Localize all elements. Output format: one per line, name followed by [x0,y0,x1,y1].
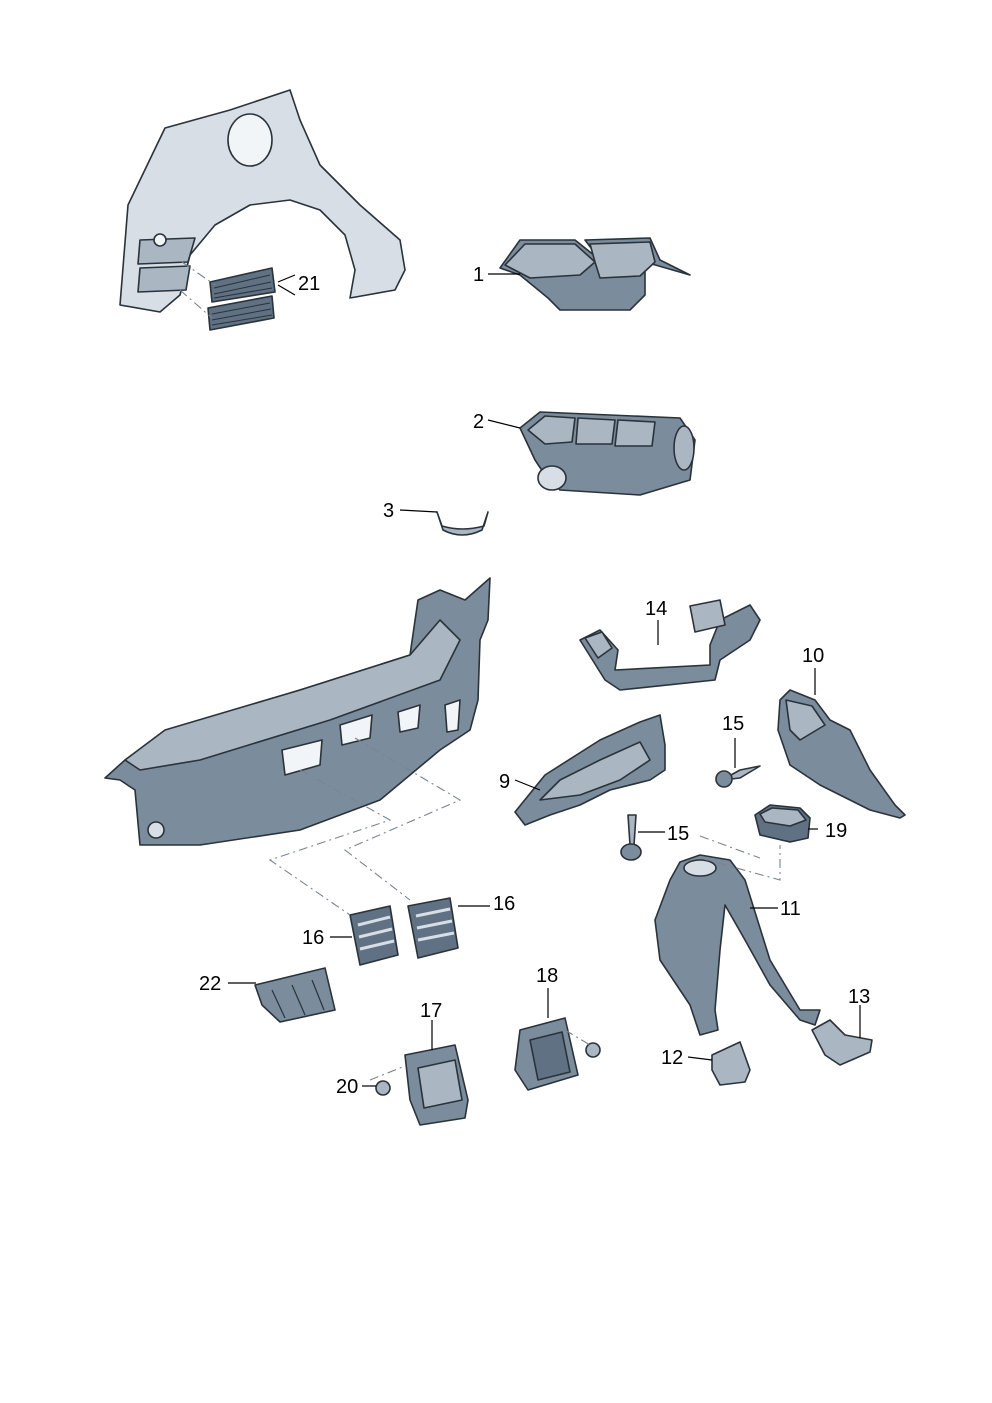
callout-1: 1 [473,264,484,286]
duct-cover-9 [514,714,666,826]
callout-22: 22 [199,973,221,995]
callout-16-left: 16 [302,927,324,949]
callout-21: 21 [298,273,320,295]
bracket-13 [811,1019,873,1066]
callout-16-right: 16 [493,893,515,915]
callout-2: 2 [473,411,484,433]
callout-12: 12 [661,1047,683,1069]
callout-3: 3 [383,500,394,522]
callout-9: 9 [499,771,510,793]
callout-20: 20 [336,1076,358,1098]
vent-16-left [349,905,399,966]
assembly-lines [179,261,781,1081]
callout-13: 13 [848,986,870,1008]
clip-3 [436,511,489,536]
callout-18: 18 [536,965,558,987]
callout-10: 10 [802,645,824,667]
callout-15-lower: 15 [667,823,689,845]
callout-11: 11 [780,898,801,920]
rear-panel-crossmember [104,577,491,846]
grille-22 [254,967,336,1023]
callout-15-upper: 15 [722,713,744,735]
cover-17 [404,1044,469,1126]
screw-15-lower [620,814,642,861]
duct-channel-14 [579,599,761,691]
grille-21-lower [207,295,275,331]
cap-19 [754,804,811,843]
air-duct-1 [499,237,691,311]
nut-20-left [375,1080,391,1096]
callout-17: 17 [420,1000,442,1022]
long-duct-11 [654,854,821,1036]
nut-20-right [585,1042,601,1058]
body-panel-wheel-arch [119,89,406,313]
side-trim-10 [777,689,906,819]
callout-14: 14 [645,598,667,620]
screw-15-upper [715,765,761,788]
callout-labels: 1 2 3 9 10 11 12 13 14 15 15 16 16 17 18… [199,264,870,1098]
leader-lines [228,273,861,1087]
vent-housing-2 [519,411,696,496]
bracket-12 [711,1041,751,1086]
vent-16-right [407,897,459,959]
cover-18 [514,1017,579,1091]
callout-19: 19 [825,820,847,842]
grille-21-upper [209,267,276,303]
